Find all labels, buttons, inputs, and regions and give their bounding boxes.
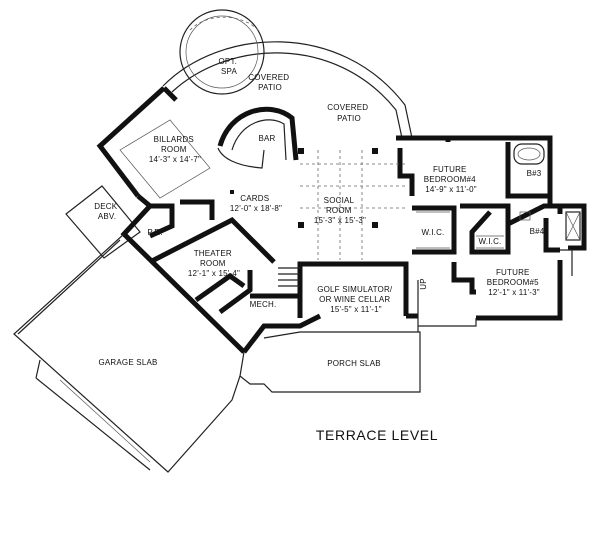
ceiling-grid bbox=[300, 150, 408, 260]
spa-outline bbox=[179, 9, 265, 95]
columns bbox=[230, 148, 378, 228]
future-bedroom5-label: FUTURE BEDROOM#5 12'-1" x 11'-3" bbox=[487, 268, 541, 297]
wic-right-label: W.I.C. bbox=[479, 237, 502, 246]
bath-fixtures bbox=[513, 143, 581, 241]
future-bedroom4-label: FUTURE BEDROOM#4 14'-9" x 11'-0" bbox=[424, 165, 478, 194]
deck-label: DECK ABV. bbox=[94, 202, 119, 221]
right-lower-walls bbox=[417, 249, 573, 332]
deck-outline bbox=[65, 185, 141, 259]
plan-title: TERRACE LEVEL bbox=[316, 427, 438, 443]
billiards-label: BILLARDS ROOM 14'-3" x 14'-7" bbox=[149, 135, 201, 164]
b3-label: B#3 bbox=[527, 169, 542, 178]
interior-walls bbox=[120, 135, 587, 354]
porch-slab bbox=[239, 331, 421, 393]
theater-room-label: THEATER ROOM 12'-1" x 15'-4" bbox=[188, 249, 240, 278]
golf-simulator-label: GOLF SIMULATOR/ OR WINE CELLAR 15'-5" x … bbox=[317, 285, 395, 314]
mech-label: MECH. bbox=[250, 300, 277, 309]
room-labels: OPT. SPA COVERED PATIO COVERED PATIO BAR… bbox=[94, 57, 544, 443]
bar-label: BAR bbox=[258, 134, 275, 143]
social-room-label: SOCIAL ROOM 15'-3" x 15'-3" bbox=[314, 196, 366, 225]
bar-counter bbox=[217, 106, 299, 169]
cards-label: CARDS 12'-0" x 18'-8" bbox=[230, 194, 282, 213]
covered-patio-area bbox=[162, 9, 413, 139]
wic-left-label: W.I.C. bbox=[422, 228, 445, 237]
stair-up-label: UP bbox=[419, 278, 428, 290]
billiards-walls bbox=[96, 86, 211, 199]
garage-slab-label: GARAGE SLAB bbox=[98, 358, 157, 367]
porch-slab-label: PORCH SLAB bbox=[327, 359, 381, 368]
b4-label: B#4 bbox=[530, 227, 545, 236]
powder-room-label: P.R. bbox=[147, 228, 162, 237]
covered-patio-right-label: COVERED PATIO bbox=[327, 103, 370, 123]
opt-spa-label: OPT. SPA bbox=[218, 57, 239, 76]
covered-patio-left-label: COVERED PATIO bbox=[248, 73, 291, 92]
garage-slab bbox=[13, 233, 245, 473]
